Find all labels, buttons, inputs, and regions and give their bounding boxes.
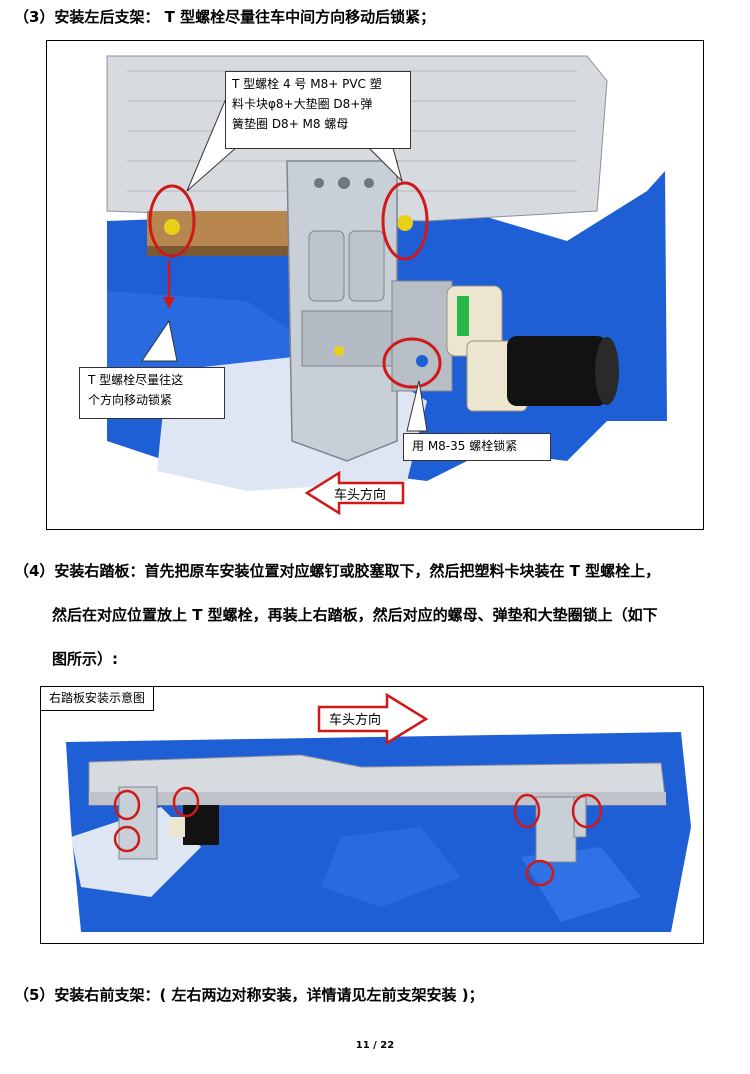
figure-right-pedal: 右踏板安装示意图 车头方向 xyxy=(40,686,704,944)
figure-left-rear-bracket: T 型螺栓 4 号 M8+ PVC 塑 料卡块φ8+大垫圈 D8+弹 簧垫圈 D… xyxy=(46,40,704,530)
highlight-oval-left xyxy=(148,184,196,258)
right-pedal-illustration xyxy=(66,692,691,932)
callout-bolt-kit: T 型螺栓 4 号 M8+ PVC 塑 料卡块φ8+大垫圈 D8+弹 簧垫圈 D… xyxy=(225,71,411,149)
direction-arrow-shape-2 xyxy=(317,692,429,746)
highlight-oval-right xyxy=(381,181,429,261)
step4-line-3: 图所示）: xyxy=(52,650,118,668)
callout-bolt-kit-line-3: 簧垫圈 D8+ M8 螺母 xyxy=(232,117,349,131)
direction-arrow-shape xyxy=(304,470,405,516)
step5-heading: （5）安装右前支架：( 左右两边对称安装，详情请见左前支架安装 )； xyxy=(14,986,484,1004)
step3-heading: （3）安装左后支架： T 型螺栓尽量往车中间方向移动后锁紧； xyxy=(14,8,436,26)
figure-caption: 右踏板安装示意图 xyxy=(41,687,155,711)
callout-bolt-kit-line-1: T 型螺栓 4 号 M8+ PVC 塑 xyxy=(232,77,382,91)
callout-bolt-kit-line-2: 料卡块φ8+大垫圈 D8+弹 xyxy=(232,97,373,111)
direction-arrow-label: 车头方向 xyxy=(333,488,386,503)
callout-move-direction-line-1: T 型螺栓尽量往这 xyxy=(88,373,184,387)
step4-line-1: （4）安装右踏板：首先把原车安装位置对应螺钉或胶塞取下，然后把塑料卡块装在 T … xyxy=(14,562,661,580)
callout-m8-bolt: 用 M8-35 螺栓锁紧 xyxy=(403,433,551,461)
direction-arrow-label-2: 车头方向 xyxy=(328,713,381,728)
step4-line-2: 然后在对应位置放上 T 型螺栓，再装上右踏板，然后对应的螺母、弹垫和大垫圈锁上（… xyxy=(52,606,658,624)
callout-move-direction: T 型螺栓尽量往这 个方向移动锁紧 xyxy=(79,367,225,419)
page-number: 11 / 22 xyxy=(355,1040,395,1051)
callout-move-direction-line-2: 个方向移动锁紧 xyxy=(88,393,173,407)
highlight-oval-bolt xyxy=(382,337,442,389)
